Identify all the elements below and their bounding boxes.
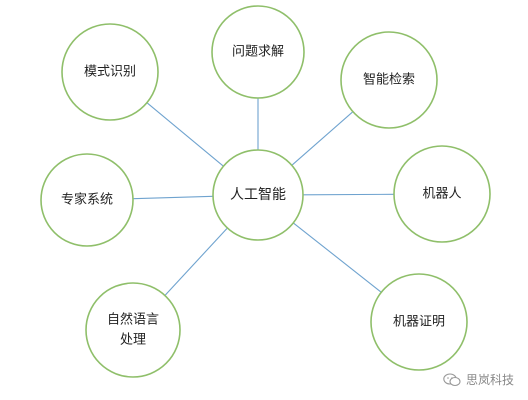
node-circle <box>61 23 159 121</box>
node-label: 机器证明 <box>393 315 445 330</box>
center-circle <box>212 149 304 241</box>
node-label: 智能检索 <box>363 73 415 88</box>
edge-pattern-recognition <box>146 102 224 167</box>
node-circle <box>393 145 491 243</box>
node-intelligent-search: 智能检索 <box>340 31 438 129</box>
edges <box>132 98 395 296</box>
edge-natural-language-processing <box>164 227 228 296</box>
node-label: 自然语言 <box>107 312 159 328</box>
watermark: 思岚科技 <box>443 371 514 388</box>
node-circle <box>370 273 468 371</box>
node-expert-system: 专家系统 <box>40 153 134 247</box>
node-label: 模式识别 <box>84 65 136 80</box>
edge-expert-system <box>132 195 214 200</box>
center-node: 人工智能 <box>212 149 304 241</box>
wechat-icon <box>443 372 461 386</box>
node-problem-solving: 问题求解 <box>211 5 305 99</box>
edge-robot <box>302 193 395 196</box>
edge-intelligent-search <box>291 111 354 166</box>
edge-theorem-proving <box>292 222 382 293</box>
node-circle <box>340 31 438 129</box>
node-label: 问题求解 <box>232 45 284 60</box>
node-label: 机器人 <box>422 187 461 202</box>
node-label: 专家系统 <box>61 192 113 208</box>
center-label: 人工智能 <box>230 187 286 203</box>
node-circle <box>85 282 181 378</box>
node-circle <box>40 153 134 247</box>
node-theorem-proving: 机器证明 <box>370 273 468 371</box>
node-circle <box>211 5 305 99</box>
node-label: 处理 <box>120 333 146 348</box>
node-robot: 机器人 <box>393 145 491 243</box>
watermark-text: 思岚科技 <box>465 373 514 387</box>
node-pattern-recognition: 模式识别 <box>61 23 159 121</box>
